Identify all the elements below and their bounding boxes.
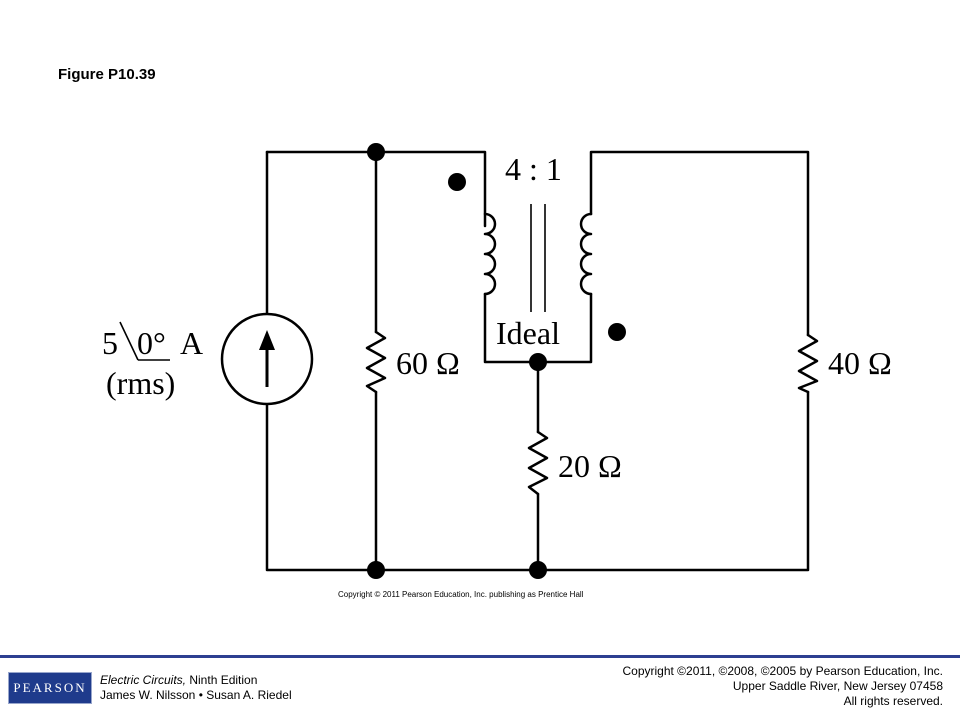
label-60-ohm: 60 Ω [396, 345, 460, 381]
top-wire-left [265, 150, 487, 228]
junction-dot-center [529, 353, 547, 371]
resistor-60-ohm [365, 330, 387, 394]
footer-divider [0, 655, 960, 658]
source-rms: (rms) [106, 365, 175, 401]
secondary-coil [579, 212, 593, 296]
polarity-dot-secondary [608, 323, 626, 341]
source-wire [265, 150, 540, 572]
copyright-line-1: Copyright ©2011, ©2008, ©2005 by Pearson… [622, 664, 943, 678]
source-unit: A [180, 325, 203, 361]
angle-slash [119, 321, 139, 361]
polarity-dot-primary [448, 173, 466, 191]
junction-dot-bottom-center [529, 561, 547, 579]
pearson-logo: PEARSON [8, 672, 92, 704]
label-40-ohm: 40 Ω [828, 345, 892, 381]
top-wire-right [589, 150, 810, 337]
junction-dot-bottom-left [367, 561, 385, 579]
source-arrow [259, 330, 275, 387]
circuit-diagram: 5 0° A (rms) 60 Ω 20 Ω 40 Ω 4 : 1 Ideal [102, 143, 892, 579]
figure-copyright: Copyright © 2011 Pearson Education, Inc.… [338, 590, 584, 599]
book-title: Electric Circuits, [100, 673, 187, 687]
copyright-line-3: All rights reserved. [843, 694, 943, 708]
turns-ratio: 4 : 1 [505, 151, 562, 187]
book-authors: James W. Nilsson • Susan A. Riedel [100, 688, 292, 702]
source-magnitude: 5 [102, 325, 118, 361]
primary-coil [483, 212, 497, 296]
junction-dot-top [367, 143, 385, 161]
resistor-20-ohm [527, 430, 549, 496]
copyright-line-2: Upper Saddle River, New Jersey 07458 [732, 679, 943, 693]
book-info: Electric Circuits, Ninth Edition James W… [100, 673, 292, 703]
pearson-logo-text: PEARSON [13, 680, 87, 695]
publisher-info: Copyright ©2011, ©2008, ©2005 by Pearson… [622, 664, 943, 709]
source-angle: 0° [137, 325, 166, 361]
resistor-40-ohm [797, 333, 819, 394]
book-edition: Ninth Edition [186, 673, 258, 687]
r3-branch-bottom [536, 390, 810, 572]
figure-title: Figure P10.39 [58, 66, 156, 83]
transformer-label: Ideal [496, 315, 560, 351]
label-20-ohm: 20 Ω [558, 448, 622, 484]
